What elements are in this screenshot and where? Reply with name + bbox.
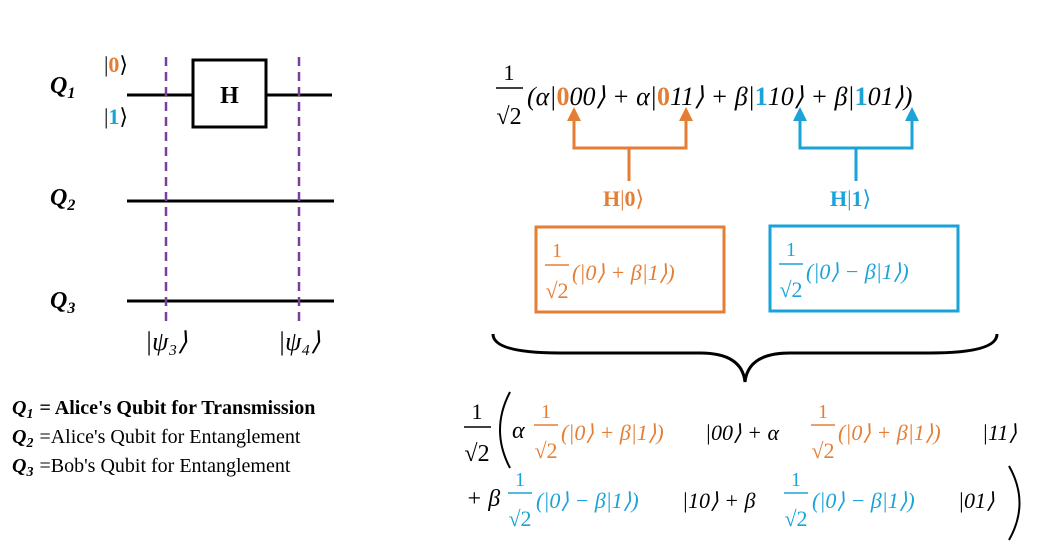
orange-arrowhead-right bbox=[679, 107, 693, 121]
h-one-label: H|1⟩ bbox=[830, 186, 871, 211]
curly-brace bbox=[491, 333, 999, 383]
legend-item-q2: Q2=Alice's Qubit for Entanglement bbox=[12, 426, 301, 451]
line1-f2-num: 1 bbox=[818, 401, 828, 423]
blue-bracket-line bbox=[798, 118, 914, 150]
ket-one: |1⟩ bbox=[104, 104, 128, 129]
line2-ket2: |01⟩ bbox=[958, 488, 995, 513]
quantum-circuit: H Q1 Q2 Q3 |0⟩ |1⟩ |ψ₃⟩ |ψ₄⟩ bbox=[50, 52, 334, 356]
line1-f1-num: 1 bbox=[541, 401, 551, 423]
bottom-outer-den: √2 bbox=[464, 441, 489, 467]
top-equation-body: (α|000⟩ + α|011⟩ + β|110⟩ + β|101⟩) bbox=[527, 82, 912, 111]
line1-f1-den: √2 bbox=[534, 438, 557, 463]
qubit-legend: Q1= Alice's Qubit for Transmission Q2=Al… bbox=[12, 397, 315, 480]
line2-ket1: |10⟩ + β bbox=[682, 488, 755, 513]
blue-bracket: H|1⟩ bbox=[793, 107, 919, 211]
orange-box-den: √2 bbox=[545, 278, 568, 303]
psi3-label: |ψ₃⟩ bbox=[145, 327, 187, 356]
line1-ket2: |11⟩ bbox=[982, 420, 1017, 445]
blue-box-frame bbox=[768, 224, 960, 313]
orange-result-box: 1 √2 (|0⟩ + β|1⟩) bbox=[534, 225, 726, 314]
top-frac-den: √2 bbox=[496, 104, 521, 130]
blue-result-box: 1 √2 (|0⟩ − β|1⟩) bbox=[768, 224, 960, 313]
orange-bracket-line bbox=[572, 118, 688, 150]
blue-arrowhead-left bbox=[793, 107, 807, 121]
top-equation: 1 √2 (α|000⟩ + α|011⟩ + β|110⟩ + β|101⟩) bbox=[496, 60, 912, 130]
line2-f1-num: 1 bbox=[515, 469, 525, 491]
q1-label: Q1 bbox=[50, 73, 75, 102]
orange-box-expr: (|0⟩ + β|1⟩) bbox=[572, 260, 675, 285]
blue-box-expr: (|0⟩ − β|1⟩) bbox=[806, 259, 909, 284]
hadamard-gate bbox=[191, 58, 268, 129]
line1-expr1: (|0⟩ + β|1⟩) bbox=[561, 420, 664, 445]
blue-box-den: √2 bbox=[779, 277, 802, 302]
line2-expr1: (|0⟩ − β|1⟩) bbox=[536, 488, 639, 513]
big-open-paren bbox=[499, 391, 511, 469]
legend-item-q3: Q3=Bob's Qubit for Entanglement bbox=[12, 455, 291, 480]
psi4-label: |ψ₄⟩ bbox=[278, 327, 320, 356]
line1-f2-den: √2 bbox=[811, 438, 834, 463]
legend-item-q1: Q1= Alice's Qubit for Transmission bbox=[12, 397, 315, 422]
line2-f2-num: 1 bbox=[791, 469, 801, 491]
line1-ket1: |00⟩ + α bbox=[705, 420, 779, 445]
top-frac-num: 1 bbox=[504, 60, 515, 85]
blue-arrowhead-right bbox=[905, 107, 919, 121]
line2-expr2: (|0⟩ − β|1⟩) bbox=[812, 488, 915, 513]
orange-bracket: H|0⟩ bbox=[567, 107, 693, 211]
hadamard-gate-label: H bbox=[220, 83, 239, 109]
h-zero-label: H|0⟩ bbox=[603, 186, 644, 211]
ket-zero: |0⟩ bbox=[104, 52, 128, 77]
blue-box-num: 1 bbox=[786, 239, 796, 261]
bottom-equation: 1 √2 α 1 √2 (|0⟩ + β|1⟩) |00⟩ + α 1 √2 (… bbox=[464, 391, 1021, 541]
line2-beta: + β bbox=[466, 486, 500, 512]
line2-f1-den: √2 bbox=[508, 506, 531, 531]
line2-f2-den: √2 bbox=[784, 506, 807, 531]
q3-label: Q3 bbox=[50, 288, 75, 317]
bottom-outer-num: 1 bbox=[472, 399, 483, 424]
q2-label: Q2 bbox=[50, 185, 75, 214]
line1-alpha: α bbox=[512, 418, 525, 444]
orange-box-num: 1 bbox=[552, 240, 562, 262]
orange-box-frame bbox=[534, 225, 726, 314]
big-close-paren bbox=[1008, 465, 1021, 541]
orange-arrowhead-left bbox=[567, 107, 581, 121]
line1-expr2: (|0⟩ + β|1⟩) bbox=[838, 420, 941, 445]
